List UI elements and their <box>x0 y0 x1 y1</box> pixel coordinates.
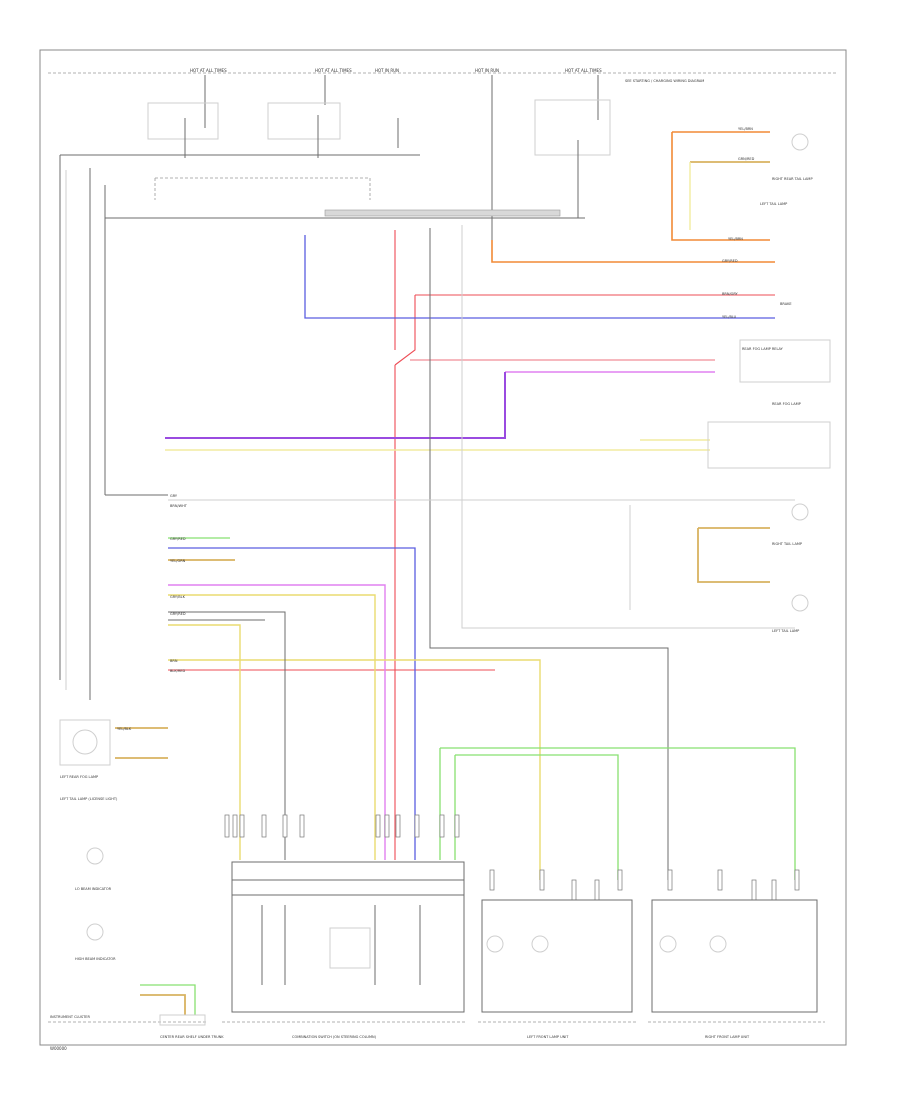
svg-text:GRY/RED: GRY/RED <box>170 537 186 541</box>
svg-text:GRY: GRY <box>170 494 178 498</box>
svg-text:LEFT TAIL LAMP: LEFT TAIL LAMP <box>760 202 787 206</box>
svg-text:LEFT TAIL LAMP (LICENSE LIGHT): LEFT TAIL LAMP (LICENSE LIGHT) <box>60 797 118 801</box>
connector-pins <box>224 814 800 901</box>
rear-fog-lamp <box>791 503 809 521</box>
svg-text:GRN/RED: GRN/RED <box>738 157 755 161</box>
svg-text:GRY/RED: GRY/RED <box>722 259 738 263</box>
wire-green <box>440 747 796 880</box>
svg-text:HOT IN RUN: HOT IN RUN <box>475 68 499 73</box>
svg-text:YEL/GRN: YEL/GRN <box>170 559 186 563</box>
outer-frame <box>39 49 847 1046</box>
svg-text:RIGHT REAR TAIL LAMP: RIGHT REAR TAIL LAMP <box>772 177 813 181</box>
fuse-block-1: HOT AT ALL TIMES <box>147 68 227 158</box>
svg-text:SEE STARTING / CHARGING WIRING: SEE STARTING / CHARGING WIRING DIAGRAM <box>625 79 704 83</box>
hi-beam-indicator <box>86 923 104 941</box>
right-rear-tail-lamp <box>791 133 809 151</box>
rear-fog-relay <box>707 421 831 469</box>
left-front-lamp-unit: LEFT FRONT LAMP UNIT <box>478 899 638 1039</box>
svg-text:RIGHT FRONT LAMP UNIT: RIGHT FRONT LAMP UNIT <box>705 1035 750 1039</box>
fuse-block-3: HOT IN RUN HOT IN RUN HOT AT ALL TIMES S… <box>375 68 704 245</box>
svg-text:BRAKE: BRAKE <box>780 302 792 306</box>
svg-text:HOT AT ALL TIMES: HOT AT ALL TIMES <box>190 68 227 73</box>
svg-text:BRN: BRN <box>170 659 178 663</box>
splice-bar <box>324 209 561 217</box>
svg-text:YEL/BRN: YEL/BRN <box>738 127 753 131</box>
left-tail-lamp <box>791 594 809 612</box>
fuse-block-2: HOT AT ALL TIMES <box>267 68 399 158</box>
svg-text:REAR FOG LAMP RELAY: REAR FOG LAMP RELAY <box>742 347 784 351</box>
svg-text:YEL/BLK: YEL/BLK <box>117 727 132 731</box>
light-module <box>739 339 831 383</box>
svg-text:LEFT FRONT LAMP UNIT: LEFT FRONT LAMP UNIT <box>527 1035 569 1039</box>
svg-text:GRY/RED: GRY/RED <box>170 612 186 616</box>
ground-box <box>159 1014 206 1026</box>
svg-text:BLK/RED: BLK/RED <box>170 669 185 673</box>
svg-text:COMBINATION SWITCH (ON STEERIN: COMBINATION SWITCH (ON STEERING COLUMN) <box>292 1035 377 1039</box>
diagram-id: W00000 <box>50 1046 67 1051</box>
svg-text:HOT AT ALL TIMES: HOT AT ALL TIMES <box>565 68 602 73</box>
svg-text:GRY/BLK: GRY/BLK <box>170 595 186 599</box>
svg-text:REAR FOG LAMP: REAR FOG LAMP <box>772 402 801 406</box>
wire-blue <box>304 235 775 319</box>
svg-text:BRN/WHT: BRN/WHT <box>170 504 188 508</box>
svg-text:LO BEAM INDICATOR: LO BEAM INDICATOR <box>75 887 112 891</box>
wire-orange <box>491 240 775 263</box>
svg-text:HOT IN RUN: HOT IN RUN <box>375 68 399 73</box>
svg-text:HIGH BEAM INDICATOR: HIGH BEAM INDICATOR <box>75 957 116 961</box>
left-rear-fog-lamp-box <box>59 719 111 766</box>
combination-switch: COMBINATION SWITCH (ON STEERING COLUMN) <box>222 861 465 1039</box>
svg-text:CENTER REAR SHELF UNDER TRUNK: CENTER REAR SHELF UNDER TRUNK <box>160 1035 224 1039</box>
svg-text:LEFT TAIL LAMP: LEFT TAIL LAMP <box>772 629 799 633</box>
lo-beam-indicator <box>86 847 104 865</box>
wire-purple <box>165 372 506 439</box>
svg-text:RIGHT TAIL LAMP: RIGHT TAIL LAMP <box>772 542 802 546</box>
svg-text:HOT AT ALL TIMES: HOT AT ALL TIMES <box>315 68 352 73</box>
svg-text:LEFT REAR FOG LAMP: LEFT REAR FOG LAMP <box>60 775 98 779</box>
right-front-lamp-unit: RIGHT FRONT LAMP UNIT <box>648 899 825 1039</box>
svg-text:INSTRUMENT CLUSTER: INSTRUMENT CLUSTER <box>50 1015 90 1019</box>
svg-text:BRN/GRY: BRN/GRY <box>722 292 739 296</box>
svg-text:YEL/BLU: YEL/BLU <box>722 315 737 319</box>
svg-text:YEL/BRN: YEL/BRN <box>728 237 743 241</box>
